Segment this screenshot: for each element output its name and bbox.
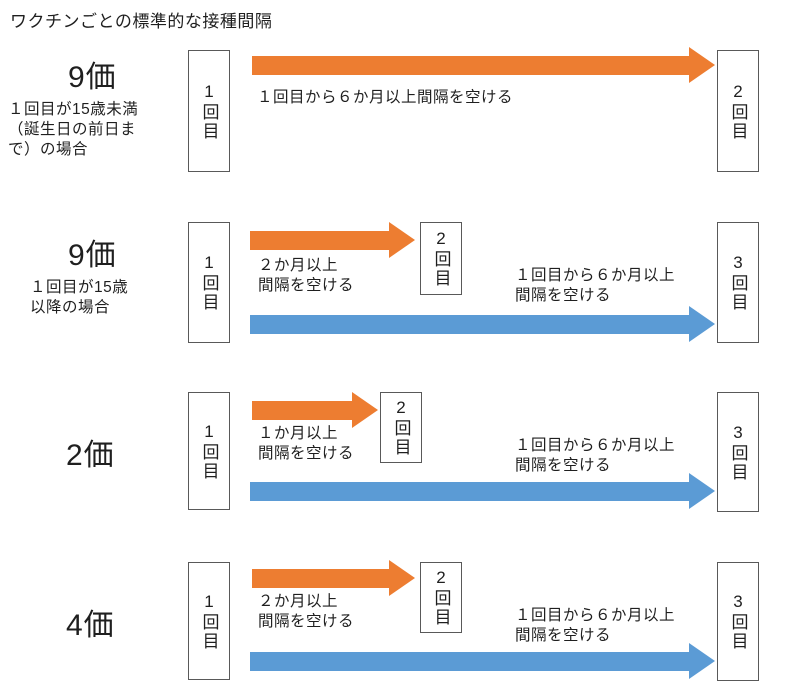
dose-box-3: 3回目 [717,222,759,343]
dose-box-2: 2回目 [717,50,759,172]
dose-box-2: 2回目 [380,392,422,463]
interval-label-blue: １回目から６か月以上 間隔を空ける [515,607,676,645]
dose-box-label: 3回目 [728,592,748,651]
vaccine-name: 9価 [68,61,117,94]
interval-label-orange: １回目から６か月以上間隔を空ける [257,89,514,106]
interval-arrow-blue [250,643,715,679]
vaccine-name: 4価 [66,609,115,642]
dose-box-label: 3回目 [728,253,748,312]
dose-box-label: 2回目 [728,81,748,141]
dose-box-label: 2回目 [431,229,451,288]
dose-box-2: 2回目 [420,222,462,295]
interval-arrow-blue [250,473,715,509]
dose-box-2: 2回目 [420,562,462,633]
dose-box-label: 1回目 [199,591,219,651]
arrow-shaft [252,568,389,588]
interval-arrow-orange [250,222,415,258]
dose-box-label: 2回目 [431,568,451,627]
interval-label-orange: ２か月以上 間隔を空ける [258,257,355,295]
interval-arrow-orange [252,392,378,428]
arrow-shaft [252,400,352,420]
arrow-head [689,306,715,342]
dose-box-1: 1回目 [188,222,230,343]
interval-label-blue: １回目から６か月以上 間隔を空ける [515,437,676,475]
interval-arrow-orange [252,560,415,596]
dose-box-label: 1回目 [199,253,219,312]
arrow-shaft [250,230,389,250]
arrow-head [689,643,715,679]
arrow-head [389,222,415,258]
dose-box-1: 1回目 [188,50,230,172]
vaccine-condition: １回目が15歳未満 （誕生日の前日ま で）の場合 [8,101,139,159]
arrow-head [352,392,378,428]
dose-box-label: 1回目 [199,81,219,141]
arrow-head [389,560,415,596]
dose-box-3: 3回目 [717,392,759,512]
dose-box-3: 3回目 [717,562,759,681]
dose-box-label: 1回目 [199,421,219,481]
vaccine-name: 9価 [68,239,117,272]
arrow-shaft [250,481,689,501]
interval-label-orange: １か月以上 間隔を空ける [258,425,355,463]
diagram-title: ワクチンごとの標準的な接種間隔 [10,12,273,31]
dose-box-1: 1回目 [188,392,230,510]
interval-label-orange: ２か月以上 間隔を空ける [258,593,355,631]
dose-box-1: 1回目 [188,562,230,680]
dose-box-label: 3回目 [728,422,748,482]
interval-arrow-blue [250,306,715,342]
vaccine-condition: １回目が15歳 以降の場合 [30,279,129,317]
interval-arrow-orange [252,47,715,83]
arrow-head [689,47,715,83]
vaccine-name: 2価 [66,439,115,472]
arrow-head [689,473,715,509]
interval-label-blue: １回目から６か月以上 間隔を空ける [515,267,676,305]
dose-box-label: 2回目 [391,398,411,457]
arrow-shaft [252,55,689,75]
arrow-shaft [250,651,689,671]
arrow-shaft [250,314,689,334]
